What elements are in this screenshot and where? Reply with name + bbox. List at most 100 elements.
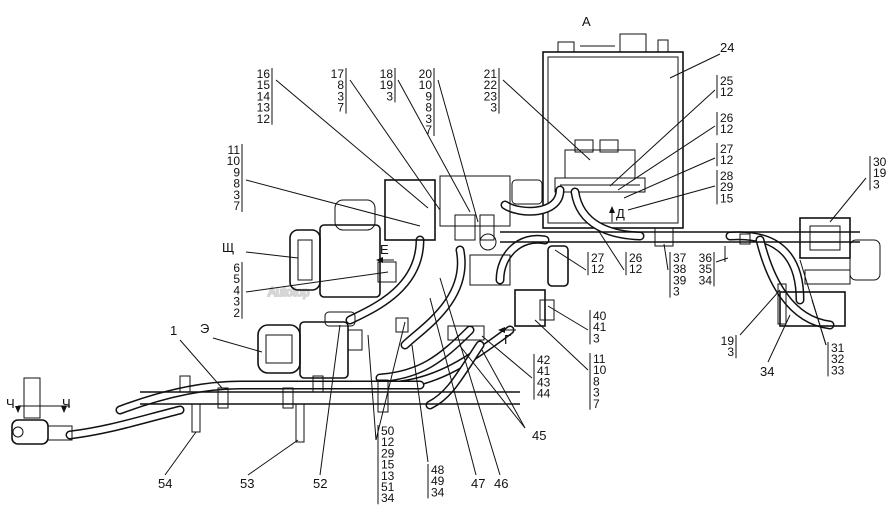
- stack-number: 26: [720, 111, 734, 125]
- pump-assembly: [289, 175, 543, 298]
- stack-number: 11: [228, 143, 241, 157]
- stack-number: 19: [380, 78, 394, 92]
- stack-number: 12: [720, 122, 734, 136]
- stack-number: 7: [425, 123, 432, 137]
- stack-number: 37: [673, 251, 687, 265]
- label-34: 34: [760, 364, 774, 379]
- view-letter-g: Г: [504, 332, 511, 347]
- view-letter-e: Е: [380, 242, 389, 257]
- label-53: 53: [240, 476, 254, 491]
- stack-number: 4: [233, 283, 240, 297]
- label-46: 46: [494, 476, 508, 491]
- stack-number: 41: [537, 364, 551, 378]
- stack-number: 27: [720, 142, 734, 156]
- stack-number: 34: [381, 491, 395, 505]
- stack-number: 13: [257, 101, 271, 115]
- stack-number: 3: [233, 295, 240, 309]
- stack-number: 12: [257, 112, 271, 126]
- stack-number: 9: [233, 165, 240, 179]
- stack-number: 3: [593, 386, 600, 400]
- stack-number: 34: [431, 485, 445, 499]
- hose-bundle: [65, 185, 835, 440]
- stack-number: 25: [720, 74, 734, 88]
- stack-number: 2: [233, 306, 240, 320]
- stack-number: 51: [381, 480, 395, 494]
- stack-number: 3: [386, 89, 393, 103]
- label-52: 52: [313, 476, 327, 491]
- stack-number: 49: [431, 474, 445, 488]
- leader-lines: [164, 53, 867, 476]
- stack-number: 3: [727, 345, 734, 359]
- stack-number: 8: [593, 374, 600, 388]
- stack-number: 5: [233, 272, 240, 286]
- stack-number: 12: [629, 262, 643, 276]
- stack-number: 3: [673, 285, 680, 299]
- stack-number: 15: [381, 458, 395, 472]
- stack-number: 7: [233, 199, 240, 213]
- stack-number: 38: [673, 262, 687, 276]
- left-end-fitting: [11, 377, 73, 445]
- stack-number: 3: [490, 101, 497, 115]
- stack-number: 16: [257, 67, 271, 81]
- stack-number: 10: [227, 154, 241, 168]
- stack-number: 10: [419, 78, 433, 92]
- stack-number: 48: [431, 463, 445, 477]
- view-letter-e-rev: Э: [200, 321, 209, 336]
- stack-number: 9: [425, 89, 432, 103]
- stack-number: 29: [381, 446, 395, 460]
- stack-number: 3: [873, 177, 880, 191]
- watermark-text: Autotop: [268, 285, 310, 299]
- view-letter-ch-left: Ч: [6, 396, 15, 411]
- stack-number: 39: [673, 273, 687, 287]
- stack-number: 12: [720, 85, 734, 99]
- stack-number: 17: [331, 67, 345, 81]
- motor-assembly: [257, 311, 409, 379]
- stack-number: 8: [337, 78, 344, 92]
- stack-number: 7: [337, 101, 344, 115]
- stack-number: 43: [537, 375, 551, 389]
- stack-number: 3: [593, 331, 600, 345]
- stack-number: 13: [381, 469, 395, 483]
- stack-number: 23: [484, 89, 498, 103]
- stack-number: 11: [593, 352, 606, 366]
- stack-number: 3: [337, 89, 344, 103]
- hydraulic-tank: [542, 33, 684, 229]
- stack-number: 18: [380, 67, 394, 81]
- stack-number: 31: [831, 341, 845, 355]
- stack-number: 10: [593, 363, 607, 377]
- stack-number: 8: [425, 101, 432, 115]
- stack-number: 19: [721, 334, 735, 348]
- view-letter-d: Д: [616, 206, 625, 221]
- stack-number: 12: [591, 262, 605, 276]
- stack-number: 35: [699, 262, 713, 276]
- label-47: 47: [471, 476, 485, 491]
- stack-number: 42: [537, 353, 551, 367]
- stack-number: 30: [873, 155, 887, 169]
- stack-number: 15: [720, 191, 734, 205]
- stack-number: 20: [419, 67, 433, 81]
- stack-number: 14: [257, 89, 271, 103]
- stack-number: 21: [484, 67, 498, 81]
- stack-number: 41: [593, 320, 607, 334]
- stack-number: 29: [720, 180, 734, 194]
